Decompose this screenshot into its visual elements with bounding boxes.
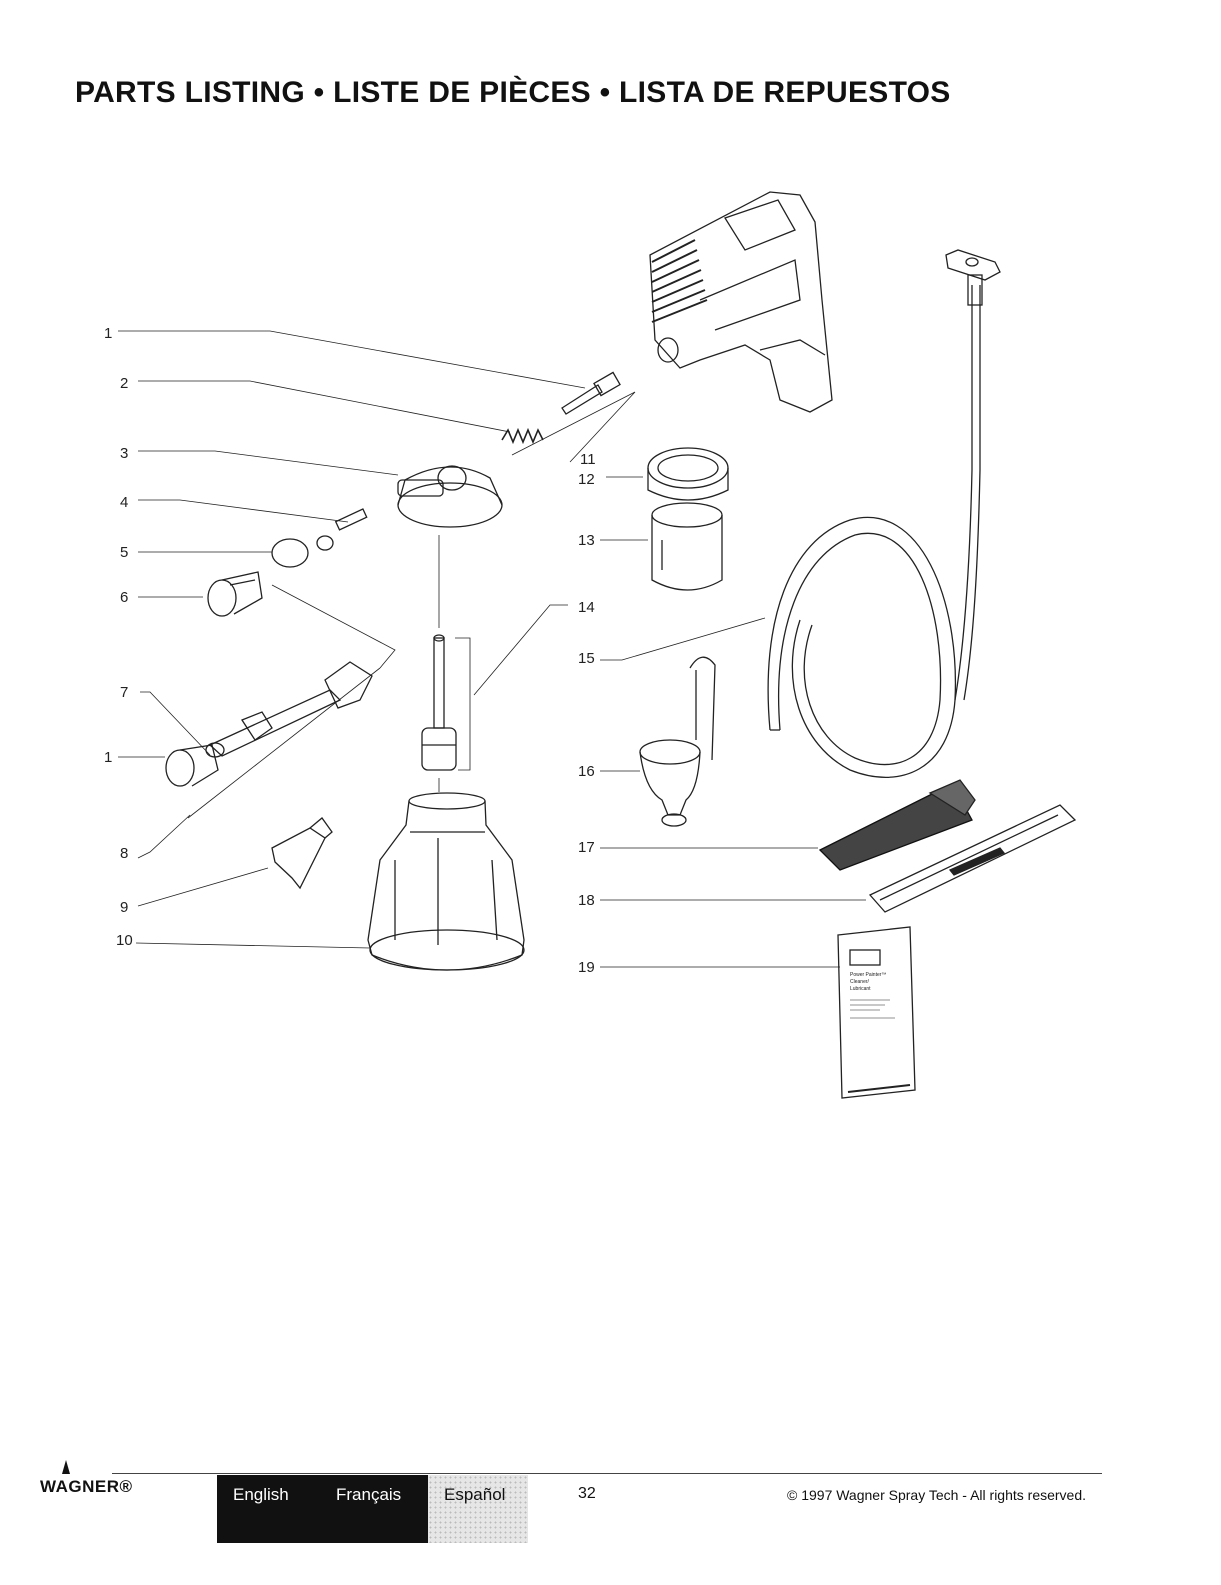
part-12-coupling-nut bbox=[648, 448, 728, 500]
part-16-funnel-hook bbox=[640, 657, 715, 826]
packet-line-3: Lubricant bbox=[850, 986, 871, 992]
footer-rule bbox=[112, 1473, 1102, 1474]
tab-english[interactable]: English bbox=[217, 1475, 320, 1543]
part-19-lubricant-packet: Power Painter™ Cleaner/ Lubricant bbox=[838, 927, 915, 1098]
part-10-paint-container bbox=[368, 793, 524, 970]
callout-12: 12 bbox=[578, 471, 595, 488]
callout-16: 16 bbox=[578, 763, 595, 780]
part-2-spring bbox=[502, 430, 543, 442]
part-9-flat-tip bbox=[272, 818, 332, 888]
callout-14: 14 bbox=[578, 599, 595, 616]
spray-gun-body bbox=[650, 192, 832, 412]
part-3-front-housing bbox=[398, 466, 502, 527]
part-14-suction-tube bbox=[422, 635, 456, 770]
part-1-valve-pin bbox=[562, 372, 620, 414]
callout-2: 2 bbox=[120, 375, 128, 392]
part-6-spray-tip bbox=[208, 572, 262, 616]
callout-1: 1 bbox=[104, 325, 112, 342]
part-8-extension-tube bbox=[210, 662, 372, 756]
page-number: 32 bbox=[578, 1485, 596, 1503]
callout-11: 11 bbox=[580, 451, 596, 468]
tab-espanol[interactable]: Español bbox=[428, 1475, 528, 1543]
callout-3: 3 bbox=[120, 445, 128, 462]
part-4-nozzle bbox=[336, 509, 367, 530]
callout-4: 4 bbox=[120, 494, 128, 511]
part-1-second-spray-tip bbox=[166, 745, 218, 786]
wagner-logo-mark-icon bbox=[62, 1460, 70, 1474]
callout-1b: 1 bbox=[104, 749, 112, 766]
callout-6: 6 bbox=[120, 589, 128, 606]
leader-lines bbox=[118, 331, 866, 967]
language-tabs: English Français Español bbox=[217, 1475, 528, 1543]
part-13-filter bbox=[652, 503, 722, 590]
callout-17: 17 bbox=[578, 839, 595, 856]
callout-9: 9 bbox=[120, 899, 128, 916]
callout-18: 18 bbox=[578, 892, 595, 909]
callout-15: 15 bbox=[578, 650, 595, 667]
callout-13: 13 bbox=[578, 532, 595, 549]
callout-10: 10 bbox=[116, 932, 133, 949]
callout-8: 8 bbox=[120, 845, 128, 862]
callout-19: 19 bbox=[578, 959, 595, 976]
packet-line-1: Power Painter™ bbox=[850, 972, 886, 978]
tab-francais[interactable]: Français bbox=[320, 1475, 428, 1543]
copyright-notice: © 1997 Wagner Spray Tech - All rights re… bbox=[787, 1487, 1086, 1503]
packet-line-2: Cleaner/ bbox=[850, 979, 870, 985]
wagner-logo: WAGNER® bbox=[40, 1477, 133, 1497]
part-5-nozzle-nut bbox=[272, 536, 333, 567]
callout-7: 7 bbox=[120, 684, 128, 701]
part-15-hose bbox=[768, 250, 1000, 777]
callout-5: 5 bbox=[120, 544, 128, 561]
